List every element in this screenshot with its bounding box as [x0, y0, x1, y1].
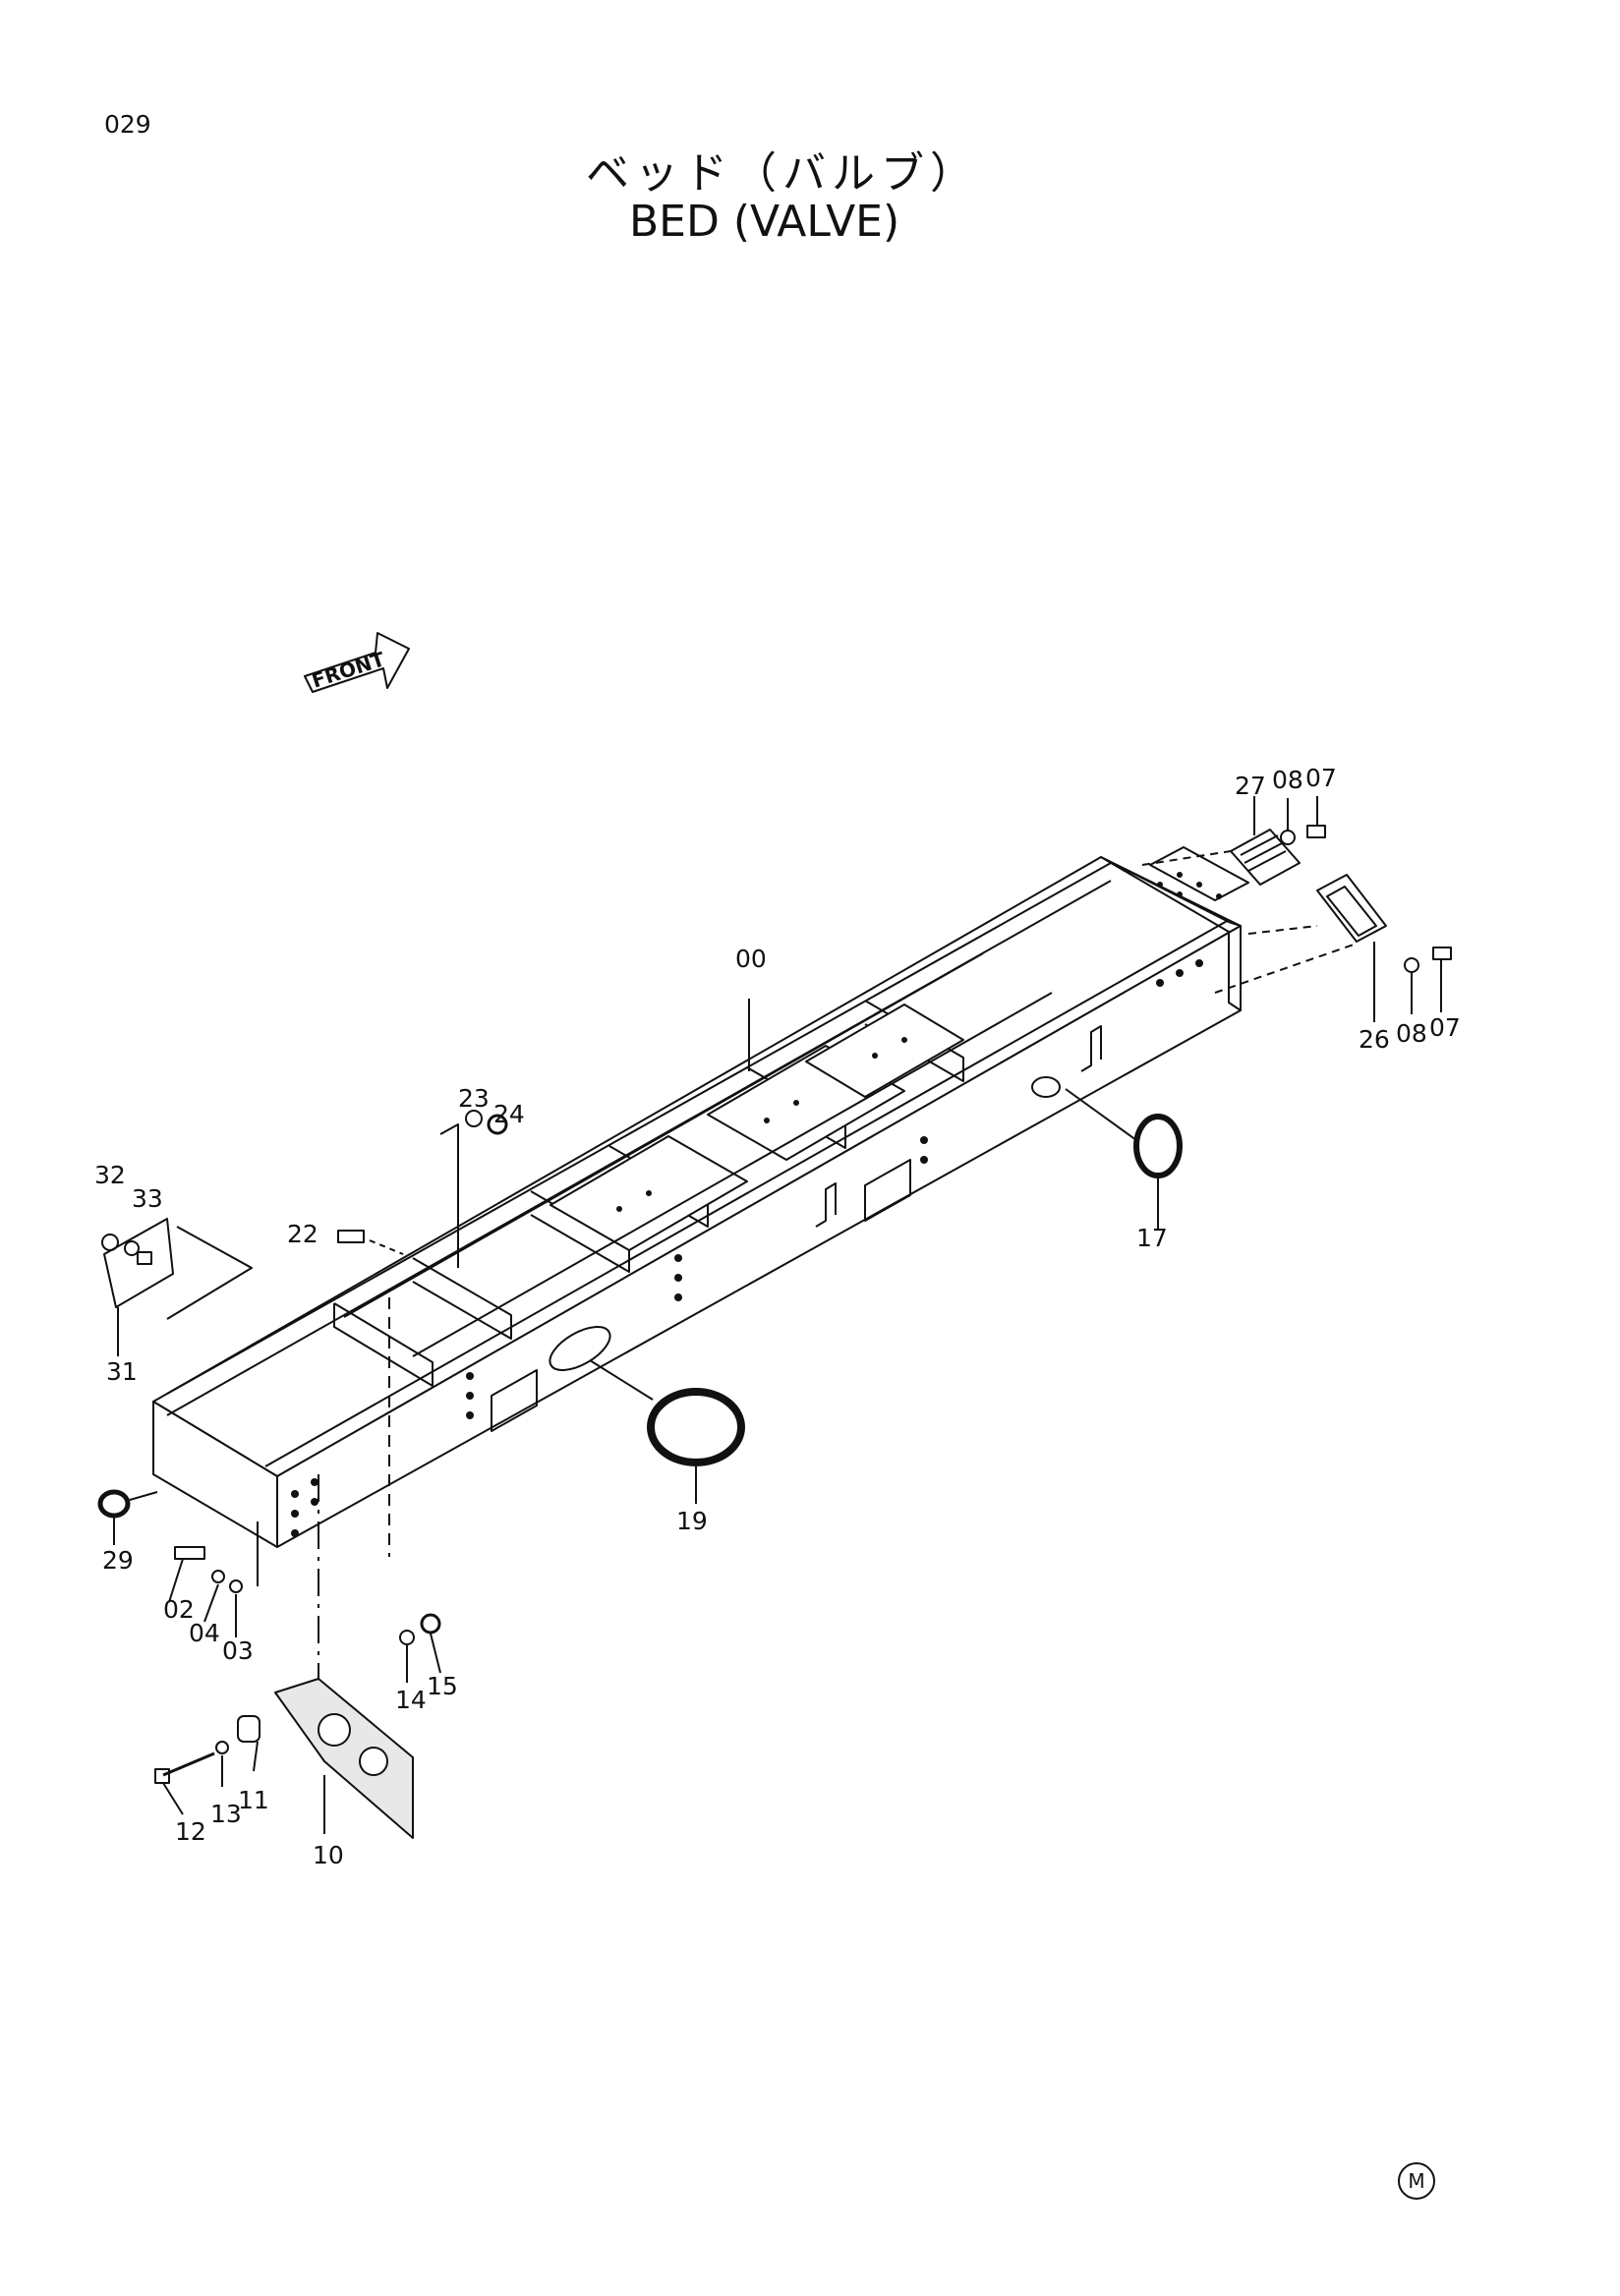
part-label: 08 — [1396, 1019, 1427, 1048]
part-label: 27 — [1235, 772, 1266, 800]
title-english: BED (VALVE) — [629, 197, 900, 247]
part-label: 15 — [427, 1672, 458, 1700]
page-number: 029 — [104, 110, 151, 139]
part-label: 22 — [287, 1220, 318, 1248]
title-japanese: ベッド（バルブ） — [586, 148, 979, 199]
part-label: 00 — [735, 945, 767, 973]
seal-ring-19 — [647, 1388, 745, 1466]
part-label: 02 — [163, 1595, 195, 1624]
part-label: 31 — [106, 1357, 138, 1386]
part-label: 13 — [210, 1800, 242, 1828]
plug-29 — [97, 1489, 131, 1519]
part-label: 08 — [1272, 766, 1303, 794]
part-label: 33 — [132, 1184, 163, 1213]
part-label: 14 — [395, 1686, 427, 1714]
corner-mark: M — [1398, 2162, 1435, 2200]
mounting-plate-10 — [274, 1678, 414, 1839]
front-label: FRONT — [309, 647, 387, 693]
part-label: 07 — [1429, 1013, 1461, 1042]
rear-cover-26 — [1316, 874, 1387, 943]
part-label: 03 — [222, 1636, 254, 1665]
bed-frame — [152, 846, 1249, 1548]
part-label: 19 — [676, 1507, 708, 1535]
part-label: 04 — [189, 1619, 220, 1647]
part-label: 10 — [313, 1841, 344, 1869]
rear-cover-27 — [1230, 829, 1301, 886]
part-label: 32 — [94, 1161, 126, 1189]
part-label: 23 — [458, 1084, 490, 1113]
part-label: 29 — [102, 1546, 134, 1575]
part-label: 07 — [1305, 764, 1337, 792]
part-label: 24 — [493, 1100, 525, 1128]
part-label: 12 — [175, 1817, 206, 1846]
part-label: 26 — [1359, 1025, 1390, 1054]
part-label: 17 — [1136, 1224, 1168, 1252]
seal-ring-17 — [1133, 1114, 1183, 1178]
part-label: 11 — [238, 1786, 269, 1814]
front-arrow-icon: FRONT — [304, 632, 410, 693]
